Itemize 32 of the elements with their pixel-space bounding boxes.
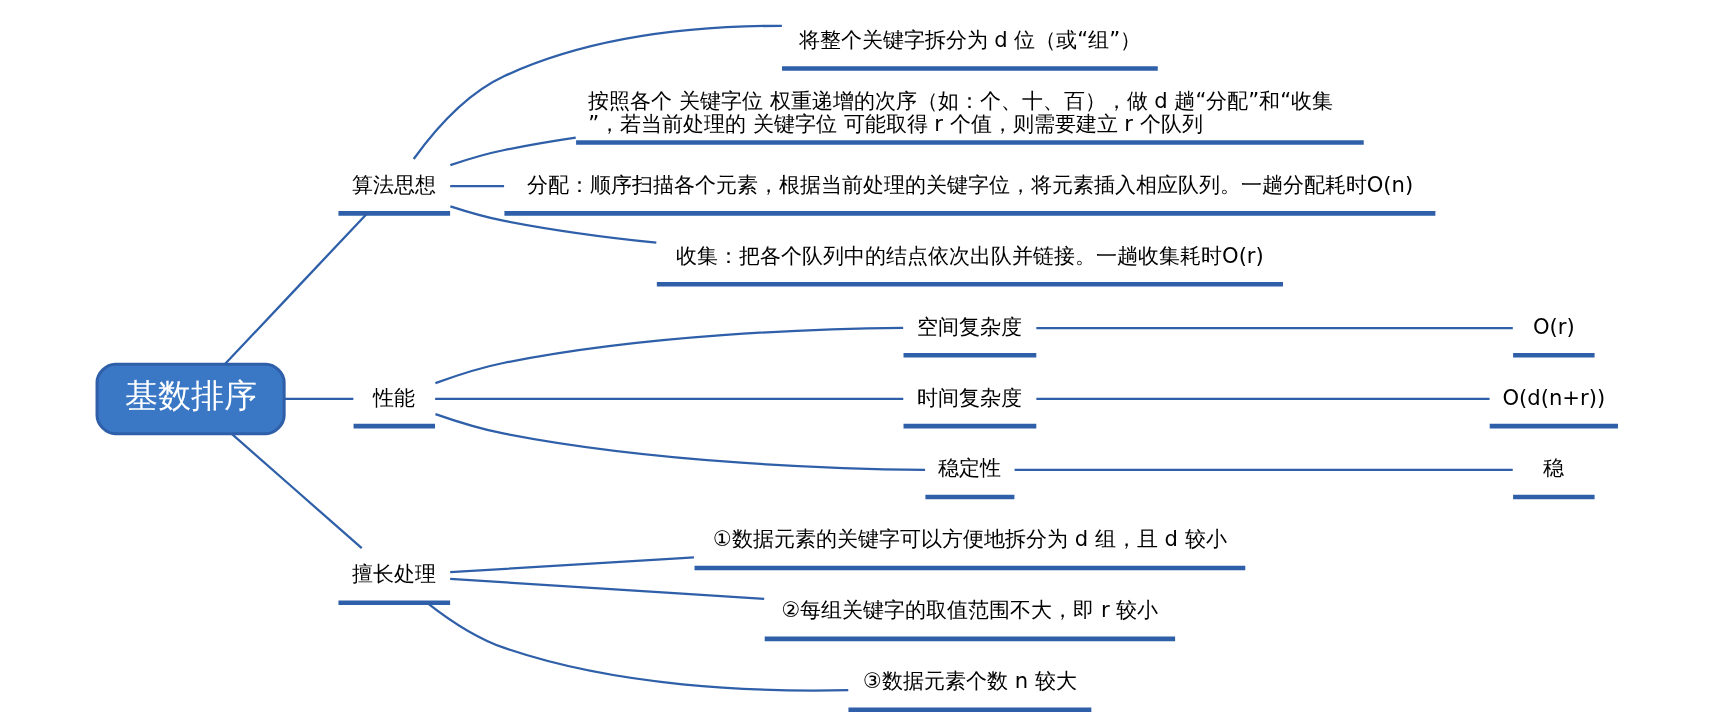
connector — [1036, 397, 1490, 401]
node-text: ③数据元素个数 n 较大 — [863, 668, 1077, 694]
connector — [435, 413, 926, 471]
node-text: 稳定性 — [938, 455, 1002, 481]
connector — [450, 136, 576, 167]
node-text: 稳 — [1543, 455, 1565, 481]
node-text: ②每组关键字的取值范围不大，即 r 较小 — [781, 597, 1159, 623]
node-text: 擅长处理 — [352, 561, 437, 587]
connector — [412, 24, 782, 160]
connector — [450, 577, 765, 600]
connector — [435, 326, 904, 385]
node-box: 基数排序 — [95, 362, 286, 436]
node-text: 时间复杂度 — [917, 384, 1023, 410]
connector — [435, 397, 904, 401]
connector — [450, 556, 694, 574]
node-text: 将整个关键字拆分为 d 位（或“组”） — [798, 26, 1142, 52]
node-text: O(r) — [1532, 313, 1575, 339]
node-text: O(d(n+r)) — [1502, 384, 1606, 410]
connector — [450, 185, 505, 188]
node-text: 性能 — [373, 384, 416, 410]
connector — [231, 433, 363, 550]
node-text: ①数据元素的关键字可以方便地拆分为 d 组，且 d 较小 — [713, 526, 1227, 552]
node-text: 分配：顺序扫描各个元素，根据当前处理的关键字位，将元素插入相应队列。一趟分配耗时O(n) — [526, 171, 1414, 197]
node-text: 空间复杂度 — [917, 313, 1023, 339]
connector — [224, 213, 368, 365]
node-text: 按照各个 关键字位 权重递增的次序（如：个、十、百），做 d 趟“分配”和“收集”，若当前处理的 关键字位 可能取得 r 个值，则需要建立 r 个队列 — [588, 88, 1334, 136]
node-text: 收集：把各个队列中的结点依次出队并链接。一趟收集耗时O(r) — [676, 242, 1264, 268]
connector — [1014, 468, 1513, 471]
connector — [284, 397, 354, 401]
connector — [1036, 326, 1513, 330]
node-text: 算法思想 — [352, 171, 437, 197]
connector — [450, 205, 657, 244]
